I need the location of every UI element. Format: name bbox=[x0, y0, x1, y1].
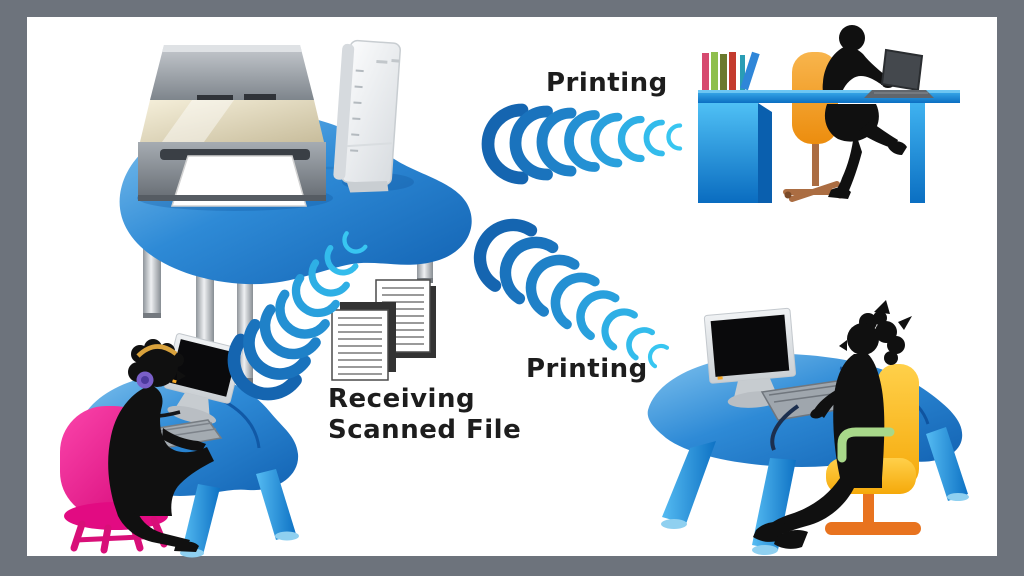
laptop-icon bbox=[864, 48, 934, 98]
desktop-monitor-icon bbox=[703, 307, 796, 408]
laptop-user-scene bbox=[698, 25, 960, 203]
chair-armrest-green bbox=[837, 427, 895, 463]
books-icon bbox=[702, 51, 760, 91]
label-receiving-line2: Scanned File bbox=[328, 415, 522, 445]
label-printing-top: Printing bbox=[546, 68, 668, 98]
headphones-user-scene bbox=[60, 333, 299, 558]
label-receiving-scanned-file: Receiving Scanned File bbox=[328, 384, 521, 446]
woman-computer-scene bbox=[647, 300, 969, 555]
printer-station-scene bbox=[119, 39, 472, 383]
printed-paper bbox=[170, 155, 307, 207]
document-page-front bbox=[331, 302, 396, 381]
headphone-band bbox=[136, 344, 178, 358]
keyboard-cable bbox=[770, 404, 800, 451]
table-legs-blue bbox=[180, 469, 299, 558]
label-printing-bottom: Printing bbox=[526, 354, 648, 384]
wireless-router-icon bbox=[333, 39, 401, 193]
headphone-cup-center bbox=[141, 376, 149, 384]
scanned-documents-icon bbox=[331, 279, 436, 381]
printer-icon bbox=[138, 45, 326, 207]
person-silhouette-laptop-user bbox=[822, 25, 907, 199]
label-receiving-line1: Receiving bbox=[328, 384, 476, 414]
